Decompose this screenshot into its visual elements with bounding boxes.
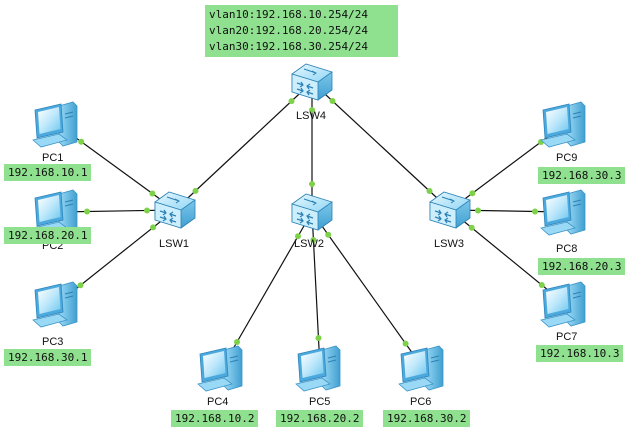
switch-arrows-symbol: [434, 209, 452, 224]
pc-icon[interactable]: [398, 345, 444, 392]
link-lsw2-pc5: [310, 211, 322, 369]
link-lsw4-lsw1: [174, 81, 313, 211]
port-dot: [329, 98, 336, 104]
pc6-ip: 192.168.30.2: [383, 410, 471, 427]
port-dot: [475, 207, 481, 214]
switch-icon[interactable]: [154, 191, 196, 229]
port-dot: [295, 233, 301, 240]
pc7-label: PC7: [556, 331, 578, 343]
port-dot: [309, 181, 315, 187]
pc5-ip: 192.168.20.2: [276, 410, 364, 427]
port-dot: [234, 339, 240, 345]
vlan30-gateway-text: vlan30:192.168.30.254/24: [209, 40, 368, 53]
port-dot: [288, 98, 295, 105]
switch-arrows-symbol: [159, 209, 177, 224]
port-dot: [538, 282, 545, 288]
switch-icon[interactable]: [429, 191, 471, 229]
port-dot: [192, 187, 199, 194]
pc-icon[interactable]: [32, 281, 78, 328]
vlan10-gateway-text: vlan10:192.168.10.254/24: [209, 8, 368, 21]
pc3-label: PC3: [42, 336, 64, 348]
lsw4-label: LSW4: [296, 110, 326, 122]
port-dot: [532, 208, 538, 215]
lsw2-label: LSW2: [294, 238, 324, 250]
port-dot: [77, 282, 84, 289]
pc9-label: PC9: [556, 152, 578, 164]
port-dot: [402, 340, 409, 347]
pc6-label: PC6: [410, 396, 432, 408]
port-dot: [84, 208, 90, 215]
link-lsw4-lsw2: [309, 82, 315, 212]
pc-icon[interactable]: [295, 345, 341, 392]
link-line: [449, 209, 566, 305]
pc7-ip: 192.168.10.3: [536, 345, 624, 362]
port-dot: [310, 237, 317, 243]
link-lsw3-pc7: [449, 209, 566, 305]
port-dot: [78, 138, 85, 145]
pc-icon[interactable]: [197, 345, 243, 392]
pc-icon[interactable]: [540, 189, 586, 236]
pc5-label: PC5: [309, 396, 331, 408]
port-dot: [144, 207, 150, 214]
link-lsw2-pc4: [221, 211, 313, 369]
switch-arrows-symbol: [296, 211, 314, 226]
link-lsw4-lsw3: [311, 81, 451, 211]
pc1-label: PC1: [42, 152, 64, 164]
port-dot: [309, 107, 315, 113]
port-dot: [469, 190, 476, 197]
port-dot: [150, 224, 157, 231]
pc8-ip: 192.168.20.3: [538, 258, 626, 275]
pc2-ip: 192.168.20.1: [4, 227, 92, 244]
pc1-ip: 192.168.10.1: [4, 164, 92, 181]
link-lsw2-pc6: [311, 211, 424, 369]
pc4-ip: 192.168.10.2: [171, 410, 259, 427]
port-dot: [315, 335, 322, 341]
pc-icon[interactable]: [540, 101, 586, 148]
link-line: [174, 81, 313, 211]
lsw1-label: LSW1: [159, 238, 189, 250]
port-dot: [468, 224, 475, 231]
link-line: [311, 81, 451, 211]
pc3-ip: 192.168.30.1: [4, 349, 92, 366]
pc-icon[interactable]: [540, 281, 586, 328]
pc9-ip: 192.168.30.3: [538, 167, 626, 184]
pc4-label: PC4: [207, 396, 229, 408]
port-dot: [149, 190, 156, 197]
devices-layer: [32, 63, 586, 392]
port-dot: [325, 231, 332, 238]
switch-icon[interactable]: [291, 193, 333, 231]
vlan20-gateway-text: vlan20:192.168.20.254/24: [209, 24, 368, 37]
port-dot: [426, 188, 433, 194]
link-line: [311, 211, 321, 369]
pc8-label: PC8: [556, 243, 578, 255]
lsw3-label: LSW3: [434, 238, 464, 250]
link-line: [449, 123, 566, 211]
switch-icon[interactable]: [291, 63, 333, 101]
switch-arrows-symbol: [296, 81, 314, 96]
pc-icon[interactable]: [32, 101, 78, 148]
vlan-gateway-note: vlan10:192.168.10.254/24 vlan20:192.168.…: [205, 5, 398, 57]
